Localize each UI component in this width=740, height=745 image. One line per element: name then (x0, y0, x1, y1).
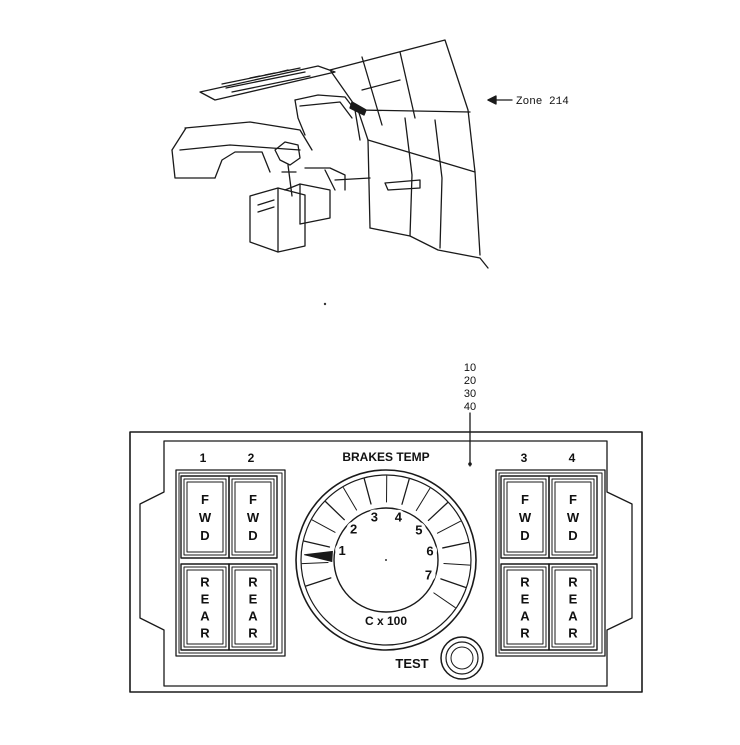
wheel-number-2: 2 (248, 451, 255, 465)
gauge-tick (363, 478, 372, 505)
gauge-tick (311, 519, 336, 533)
gauge-label-backing (421, 567, 436, 582)
gauge-tick (324, 500, 345, 521)
wheel-4-fwd-light: FWD (548, 475, 598, 559)
rear-label-letter: R (200, 626, 210, 641)
gauge-unit: C x 100 (365, 614, 407, 628)
fwd-label-letter: W (247, 510, 260, 525)
rear-label-letter: A (200, 609, 210, 624)
test-label: TEST (395, 656, 428, 671)
wheel-2-fwd-light: FWD (228, 475, 278, 559)
rear-label-letter: R (568, 575, 578, 590)
fwd-label-letter: D (248, 528, 257, 543)
gauge-bezel-inner (300, 474, 472, 646)
fwd-label-letter: F (201, 492, 209, 507)
gauge-scale-label: 7 (425, 568, 432, 583)
gauge-scale-label: 4 (395, 510, 403, 525)
gauge-ticks (301, 475, 471, 609)
gauge-pivot (385, 559, 387, 561)
fwd-label-letter: F (521, 492, 529, 507)
gauge-scale-label: 6 (426, 544, 433, 559)
rear-label-letter: E (569, 592, 578, 607)
rear-label-letter: R (520, 626, 530, 641)
rear-label-letter: A (248, 609, 258, 624)
left-indicator-group (175, 469, 286, 657)
wheel-number-1: 1 (200, 451, 207, 465)
gauge-tick (442, 541, 469, 549)
gauge-label-backing (423, 543, 438, 558)
gauge-bezel-outer (295, 469, 477, 651)
wheel-1-fwd-light: FWD (180, 475, 230, 559)
callout-refs: 10 20 30 40 (464, 362, 476, 467)
fwd-label-letter: F (569, 492, 577, 507)
gauge-tick (443, 563, 471, 566)
callout-point (468, 462, 472, 466)
callout-ref: 10 (464, 362, 476, 374)
fwd-label-letter: D (520, 528, 529, 543)
gauge-tick (401, 478, 410, 505)
rear-label-letter: R (520, 575, 530, 590)
rear-label-letter: R (200, 575, 210, 590)
rear-label-letter: A (520, 609, 530, 624)
panel-title: BRAKES TEMP (342, 450, 429, 464)
wheel-number-4: 4 (569, 451, 576, 465)
gauge-tick (342, 487, 358, 511)
gauge-scale-label: 5 (415, 522, 422, 537)
gauge-label-backing (335, 542, 350, 557)
gauge-needle (304, 550, 333, 563)
rear-label-letter: R (248, 575, 258, 590)
right-indicator-group (495, 469, 606, 657)
fwd-label-letter: F (249, 492, 257, 507)
wheel-3-fwd-light: FWD (500, 475, 550, 559)
gauge-label-backing (391, 509, 406, 524)
wheel-number-3: 3 (521, 451, 528, 465)
gauge-tick (440, 578, 467, 588)
gauge-label-backing (367, 509, 382, 524)
gauge-label-backing (346, 521, 361, 536)
zone-label: Zone 214 (516, 96, 569, 108)
fwd-label-letter: W (519, 510, 532, 525)
test-button[interactable] (440, 636, 484, 680)
rear-label-letter: R (568, 626, 578, 641)
gauge-scale-label: 3 (371, 510, 378, 525)
fwd-label-letter: W (199, 510, 212, 525)
fwd-label-letter: W (567, 510, 580, 525)
gauge-label-backing (411, 522, 426, 537)
gauge-center (333, 507, 439, 613)
gauge-tick (303, 540, 331, 548)
rear-label-letter: R (248, 626, 258, 641)
fwd-label-letter: D (568, 528, 577, 543)
gauge-tick (415, 487, 431, 512)
gauge-scale-label: 1 (339, 543, 346, 558)
fwd-label-letter: D (200, 528, 209, 543)
rear-label-letter: A (568, 609, 578, 624)
brake-temp-gauge: 123 456 7 (295, 469, 477, 651)
cockpit-illustration (171, 39, 513, 269)
gauge-tick (305, 577, 332, 587)
gauge-tick (427, 502, 449, 522)
gauge-tick (433, 592, 456, 609)
gauge-scale-labels: 123 456 7 (335, 509, 438, 583)
rear-label-letter: E (249, 592, 258, 607)
callout-ref: 30 (464, 388, 476, 400)
callout-ref: 20 (464, 375, 476, 387)
rear-label-letter: E (201, 592, 210, 607)
callout-ref: 40 (464, 401, 476, 413)
gauge-scale-label: 2 (350, 522, 357, 537)
brakes-temp-panel (129, 431, 643, 693)
stray-dot (323, 302, 327, 306)
rear-label-letter: E (521, 592, 530, 607)
gauge-tick (436, 520, 462, 534)
gauge-tick (301, 562, 329, 565)
